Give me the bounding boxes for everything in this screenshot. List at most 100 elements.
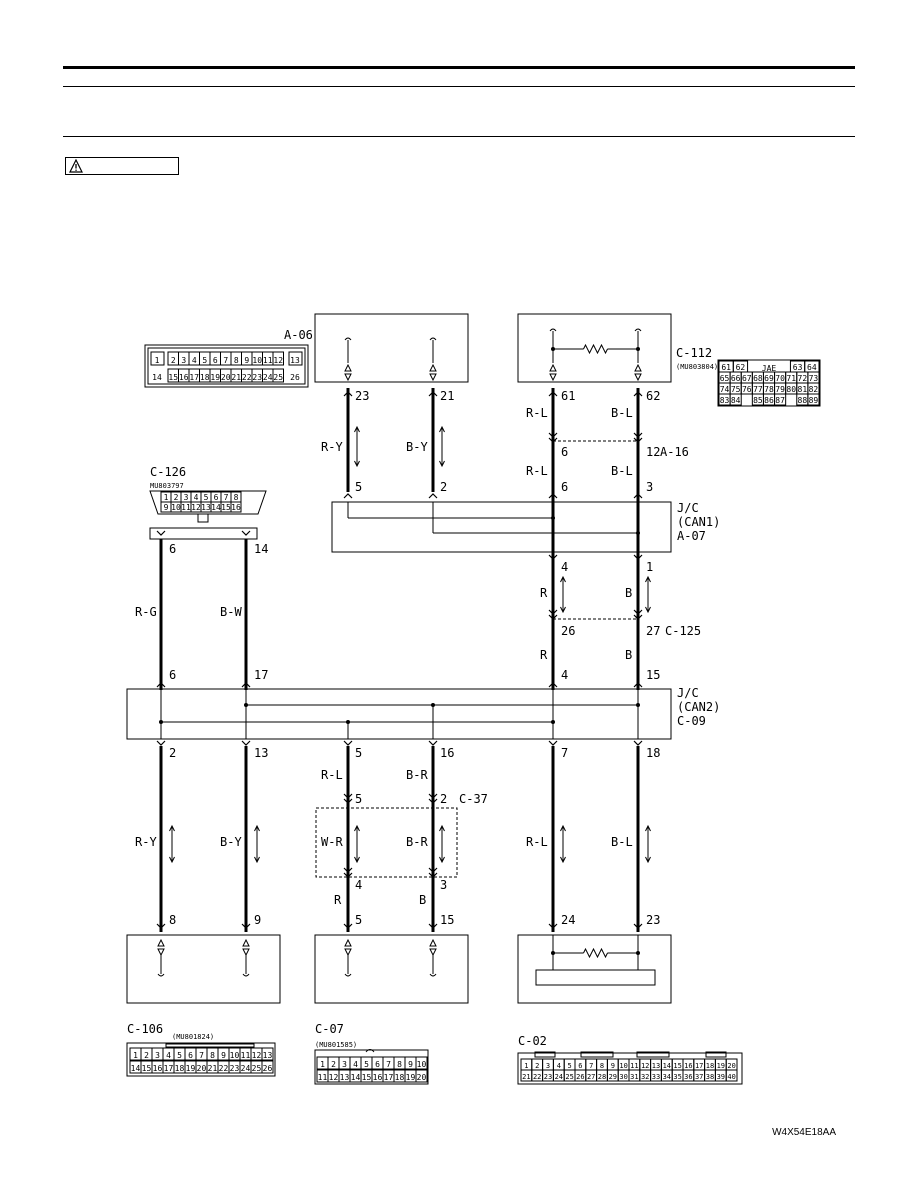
pin-number: 10 — [619, 1062, 627, 1070]
pin-number: 8 — [397, 1060, 402, 1069]
jc-can1-label: J/C — [677, 501, 699, 515]
pin-number: 9 — [611, 1062, 615, 1070]
pin-number: 16 — [373, 1073, 383, 1082]
pin-number: 80 — [786, 385, 796, 394]
splice-dot — [636, 703, 640, 707]
connector-c125-name: C-125 — [665, 624, 701, 638]
signal-arrow-head — [560, 856, 566, 864]
signal-arrow-head — [645, 856, 651, 864]
pin-number: 3 — [546, 1062, 550, 1070]
connector-chevron — [241, 682, 251, 688]
pin-cell — [729, 393, 742, 406]
a06-key-tab — [150, 351, 165, 366]
wire-color-label: B-Y — [220, 835, 242, 849]
pin-number: 73 — [809, 374, 819, 383]
wire-color-label: R — [334, 893, 342, 907]
c02-latch — [580, 1051, 614, 1058]
connector-chevron — [633, 682, 643, 688]
pin-number: 72 — [798, 374, 808, 383]
c106-latch — [165, 1043, 255, 1048]
wire-color-label: B-L — [611, 464, 633, 478]
connector-c112-part: (MU803804) — [676, 363, 718, 371]
connector-chevron — [241, 923, 251, 929]
pin-number: 30 — [619, 1073, 627, 1081]
pin-number: 1 — [320, 1060, 325, 1069]
pin-number: 8 — [234, 356, 239, 365]
pin-number: 13 — [340, 1073, 350, 1082]
connector-chevron — [548, 682, 558, 688]
a06-key-tab — [288, 351, 303, 366]
connector-chevron — [633, 432, 643, 438]
wire-color-label: B — [625, 648, 632, 662]
connector-chevron — [343, 798, 353, 804]
pin-number: 7 — [223, 356, 228, 365]
signal-arrow-head — [354, 460, 360, 468]
connector-a06-name: A-06 — [284, 328, 313, 342]
wire-break-symbol — [344, 973, 352, 977]
pin-label: 4 — [561, 668, 568, 682]
signal-arrow-head — [560, 575, 566, 583]
pin-number: 12 — [191, 503, 201, 512]
pin-number: 11 — [241, 1051, 251, 1060]
pin-number: 1 — [155, 356, 160, 365]
pin-number: 8 — [600, 1062, 604, 1070]
connector-c07-name: C-07 — [315, 1022, 344, 1036]
pin-number: 3 — [181, 356, 186, 365]
pin-number: 40 — [727, 1073, 735, 1081]
pin-label: 5 — [355, 480, 362, 494]
pin-number: 3 — [155, 1051, 160, 1060]
resistor-icon — [583, 947, 608, 959]
terminal-symbol — [344, 373, 352, 382]
a06-connector-outline — [144, 344, 309, 388]
jc-can2-label: J/C — [677, 686, 699, 700]
pin-number: 23 — [544, 1073, 552, 1081]
terminal-symbol — [242, 948, 250, 957]
connector-c02-name: C-02 — [518, 1034, 547, 1048]
pin-number: 31 — [630, 1073, 638, 1081]
pin-number: 29 — [609, 1073, 617, 1081]
pin-label: 9 — [254, 913, 261, 927]
pin-number: 88 — [798, 396, 808, 405]
pin-cell — [415, 1056, 428, 1070]
signal-arrow-head — [254, 856, 260, 864]
pin-number: 21 — [522, 1073, 530, 1081]
pin-label: 16 — [440, 746, 454, 760]
c112-component-box — [517, 313, 672, 383]
pin-number: 37 — [695, 1073, 703, 1081]
splice-dot — [551, 516, 555, 520]
pin-cell — [807, 393, 820, 406]
pin-number: 33 — [652, 1073, 660, 1081]
connector-chevron — [428, 798, 438, 804]
pin-number: 77 — [753, 385, 763, 394]
jc-can2-box — [126, 688, 672, 740]
splice-dot — [346, 720, 350, 724]
connector-chevron — [548, 554, 558, 560]
pin-number: 9 — [164, 503, 169, 512]
connector-chevron — [428, 793, 438, 799]
pin-number: 87 — [775, 396, 785, 405]
pin-number: 4 — [557, 1062, 561, 1070]
c02-latch — [534, 1051, 556, 1058]
pin-label: 17 — [254, 668, 268, 682]
wire-break-symbol — [549, 328, 557, 332]
pin-number: 70 — [775, 374, 785, 383]
connector-chevron — [343, 793, 353, 799]
wire-break-symbol — [242, 973, 250, 977]
pin-number: 36 — [684, 1073, 692, 1081]
pin-number: 13 — [263, 1051, 273, 1060]
pin-number: 4 — [353, 1060, 358, 1069]
terminal-symbol — [344, 948, 352, 957]
connector-chevron — [241, 530, 251, 536]
pin-label: 21 — [440, 389, 454, 403]
pin-label: 6 — [169, 668, 176, 682]
pin-number: 22 — [242, 373, 252, 382]
pin-number: 17 — [695, 1062, 703, 1070]
pin-label: 6 — [561, 445, 568, 459]
signal-arrow-head — [354, 856, 360, 864]
pin-label: 61 — [561, 389, 575, 403]
pin-label: 2 — [440, 480, 447, 494]
pin-number: 16 — [231, 503, 241, 512]
pin-label: 3 — [646, 480, 653, 494]
pin-number: 39 — [717, 1073, 725, 1081]
pin-number: 68 — [753, 374, 763, 383]
